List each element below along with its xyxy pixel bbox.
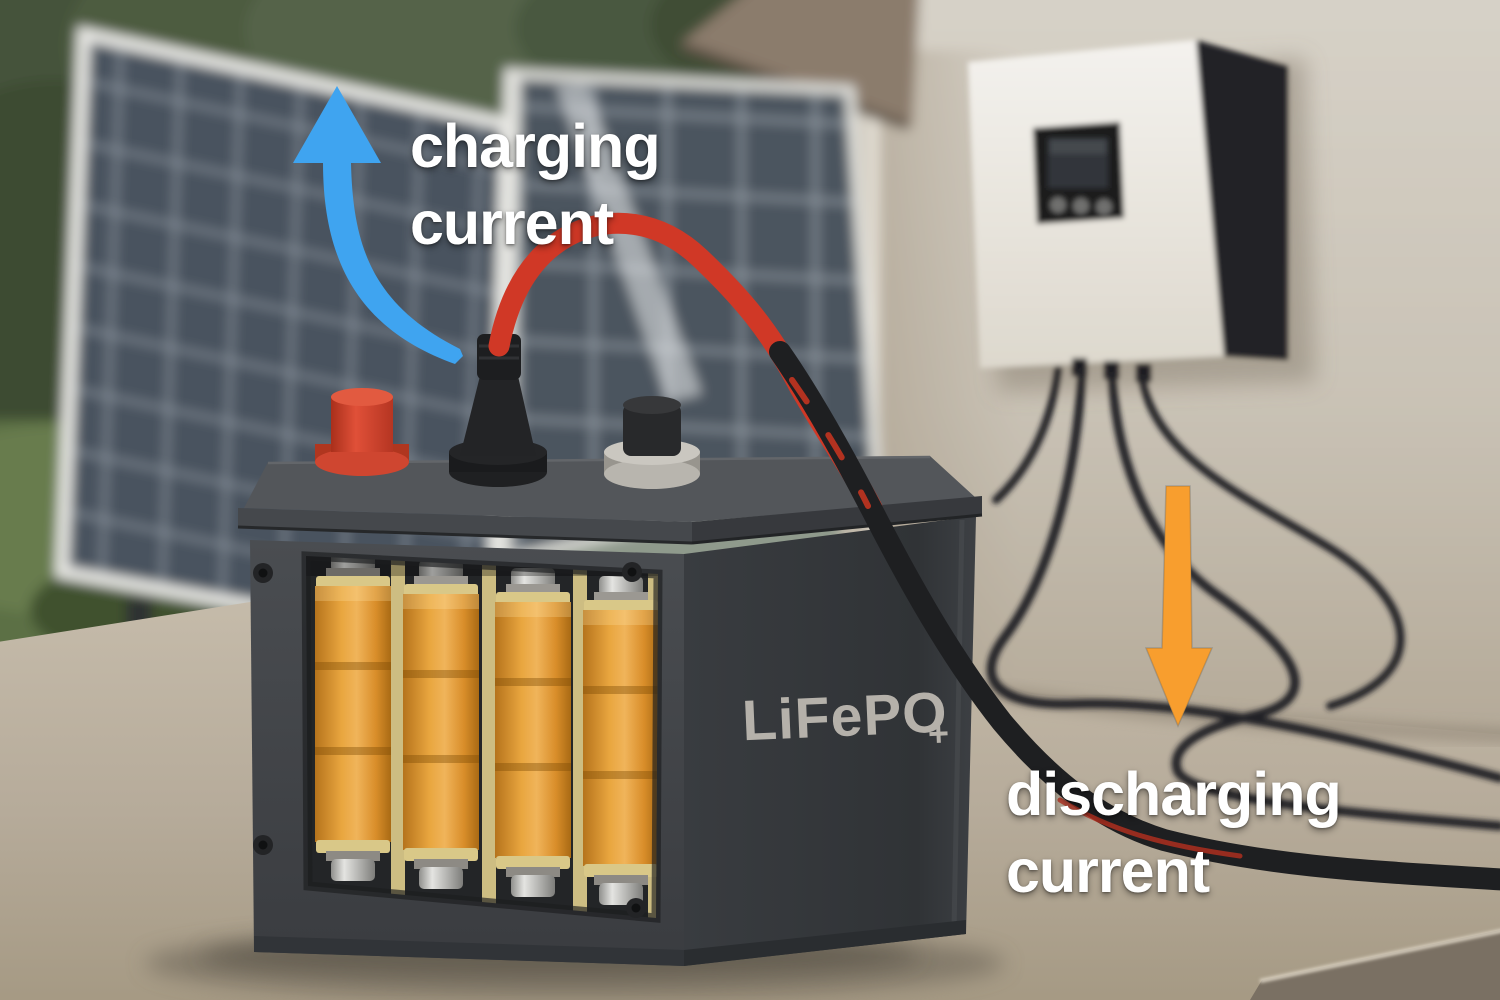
controller-cable [986, 367, 1500, 783]
controller-display [1033, 122, 1124, 224]
discharging-current-arrow [1144, 485, 1214, 728]
house-roof [680, 0, 919, 128]
cable-red-stripe [789, 377, 871, 509]
frame-screw [253, 563, 273, 583]
charging-current-label: charging current [410, 108, 661, 262]
floor-step-edge [1250, 930, 1500, 1000]
terminal-boot [449, 334, 547, 487]
battery-foot [254, 936, 684, 966]
frame-screw [622, 562, 642, 582]
frame-screw [626, 898, 646, 918]
controller-cable [1107, 371, 1500, 831]
controller-cable [1138, 374, 1405, 710]
controller-button [1096, 199, 1112, 215]
controller-side [1196, 40, 1288, 360]
controller-cables [986, 366, 1500, 831]
window-frame-shadow [301, 551, 663, 923]
lid-lip-front [238, 508, 692, 544]
lid-top [244, 456, 976, 522]
battery-lid [237, 455, 983, 545]
cable-red-stripe [1057, 797, 1243, 859]
solar-panel-right [500, 68, 882, 567]
positive-terminal [315, 388, 409, 476]
brand-label-subscript: + [927, 712, 950, 754]
step-edge-highlight [1259, 929, 1500, 983]
charging-label-line1: charging [410, 112, 661, 180]
negative-terminal [604, 396, 700, 489]
frame-screw [253, 835, 273, 855]
lid-lip-side [692, 496, 982, 544]
controller-cable [992, 366, 1062, 504]
panel-glare [556, 83, 702, 402]
battery-cable-black [769, 341, 1500, 891]
battery-foot [684, 920, 966, 966]
cell-divider [482, 556, 496, 918]
frame-screws [253, 562, 646, 918]
brand-label-text: LiFePO [741, 680, 949, 753]
battery-cell [583, 576, 658, 905]
controller-button [1050, 197, 1066, 213]
battery-cell [495, 568, 571, 897]
battery-cable [488, 212, 1500, 891]
charge-controller [968, 40, 1288, 382]
controller-button [1073, 198, 1089, 214]
battery-cell [403, 560, 479, 889]
brand-label: LiFePO + [741, 680, 950, 754]
charging-current-arrow [293, 86, 463, 364]
discharging-current-label: discharging current [1006, 756, 1342, 910]
discharging-label-line2: current [1006, 837, 1210, 905]
cell-divider [391, 556, 405, 918]
battery-cell [315, 556, 391, 881]
discharging-label-line1: discharging [1006, 760, 1342, 828]
charging-label-line2: current [410, 189, 614, 257]
battery: LiFePO + [237, 334, 983, 966]
battery-side [684, 516, 976, 966]
